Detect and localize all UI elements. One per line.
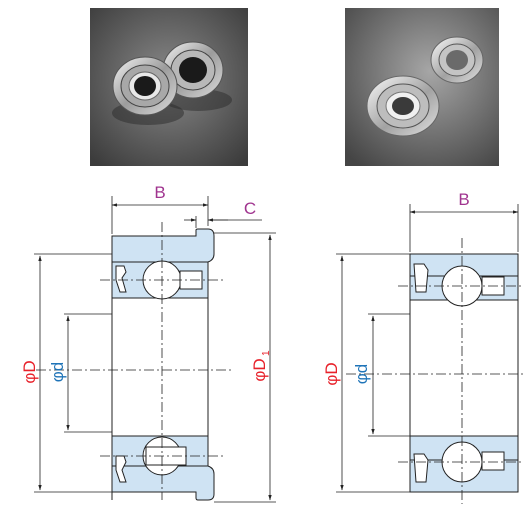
right-bore-diameter-label: φd <box>352 364 371 384</box>
ball-bearing-photo <box>345 8 499 166</box>
flanged-bearing-photo <box>90 8 248 166</box>
right-dimension-B-label: B <box>458 190 469 209</box>
left-flange-diameter-label: φD <box>250 358 269 381</box>
standard-bearing-section <box>409 253 519 493</box>
left-bore-diameter-label: φd <box>48 362 67 382</box>
left-flange-diameter-subscript: 1 <box>261 350 272 356</box>
left-dimension-B-label: B <box>154 183 165 202</box>
left-outer-diameter-label: φD <box>20 360 39 383</box>
left-dimension-C-label: C <box>244 199 256 218</box>
flanged-bearing-section <box>111 228 215 501</box>
right-outer-diameter-label: φD <box>322 362 341 385</box>
